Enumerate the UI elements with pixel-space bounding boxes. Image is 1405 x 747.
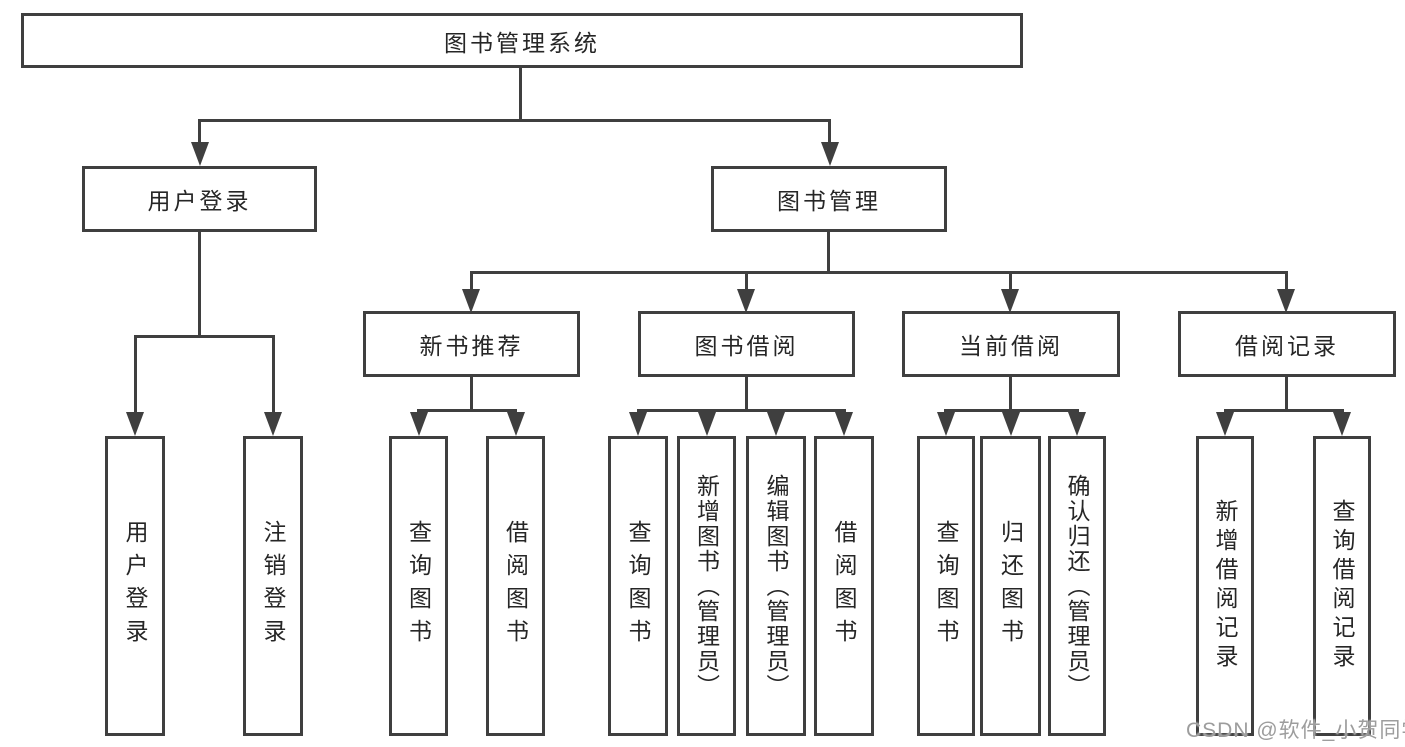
connector-line	[1285, 271, 1288, 293]
arrowhead	[1277, 289, 1295, 313]
connector-line	[198, 230, 201, 337]
arrowhead	[191, 142, 209, 166]
connector-line	[198, 119, 201, 147]
connector-line	[134, 335, 137, 415]
connector-line	[745, 375, 748, 412]
connector-line	[1009, 375, 1012, 412]
leaf-borrow-query-books: 查询图书	[608, 436, 668, 736]
arrowhead	[1333, 412, 1351, 436]
leaf-confirm-return-admin: 确认归还（管理员）	[1048, 436, 1106, 736]
arrowhead	[507, 412, 525, 436]
connector-line	[134, 335, 275, 338]
arrowhead	[737, 289, 755, 313]
leaf-recommend-borrow-books: 借阅图书	[486, 436, 545, 736]
node-book-borrow: 图书借阅	[638, 311, 855, 377]
node-new-book-recommend: 新书推荐	[363, 311, 580, 377]
csdn-watermark: CSDN @软件_小贺同学	[1186, 719, 1405, 742]
connector-line	[198, 119, 831, 122]
arrowhead	[937, 412, 955, 436]
arrowhead	[462, 289, 480, 313]
arrowhead	[1068, 412, 1086, 436]
node-borrow-records: 借阅记录	[1178, 311, 1396, 377]
node-user-login: 用户登录	[82, 166, 317, 232]
node-root-library-system: 图书管理系统	[21, 13, 1023, 68]
leaf-recommend-query-books: 查询图书	[389, 436, 448, 736]
arrowhead	[126, 412, 144, 436]
connector-line	[745, 271, 748, 293]
arrowhead	[821, 142, 839, 166]
connector-line	[272, 335, 275, 415]
connector-line	[1285, 375, 1288, 412]
arrowhead	[1001, 289, 1019, 313]
connector-line	[417, 409, 517, 412]
leaf-return-book: 归还图书	[980, 436, 1041, 736]
arrowhead	[629, 412, 647, 436]
connector-line	[1224, 409, 1343, 412]
node-current-borrow: 当前借阅	[902, 311, 1120, 377]
arrowhead	[1002, 412, 1020, 436]
arrowhead	[698, 412, 716, 436]
arrowhead	[1216, 412, 1234, 436]
leaf-logout: 注销登录	[243, 436, 303, 736]
leaf-borrow-book: 借阅图书	[814, 436, 874, 736]
arrowhead	[767, 412, 785, 436]
connector-line	[470, 271, 473, 293]
arrowhead	[264, 412, 282, 436]
connector-line	[827, 230, 830, 274]
connector-line	[470, 271, 1287, 274]
leaf-query-borrow-record: 查询借阅记录	[1313, 436, 1371, 736]
arrowhead	[410, 412, 428, 436]
connector-line	[637, 409, 845, 412]
node-book-management: 图书管理	[711, 166, 947, 232]
connector-line	[1009, 271, 1012, 293]
leaf-current-query-books: 查询图书	[917, 436, 975, 736]
leaf-edit-book-admin: 编辑图书（管理员）	[746, 436, 806, 736]
leaf-add-book-admin: 新增图书（管理员）	[677, 436, 736, 736]
leaf-add-borrow-record: 新增借阅记录	[1196, 436, 1254, 736]
connector-line	[470, 375, 473, 412]
connector-line	[519, 66, 522, 122]
leaf-user-login: 用户登录	[105, 436, 165, 736]
connector-line	[828, 119, 831, 147]
arrowhead	[835, 412, 853, 436]
